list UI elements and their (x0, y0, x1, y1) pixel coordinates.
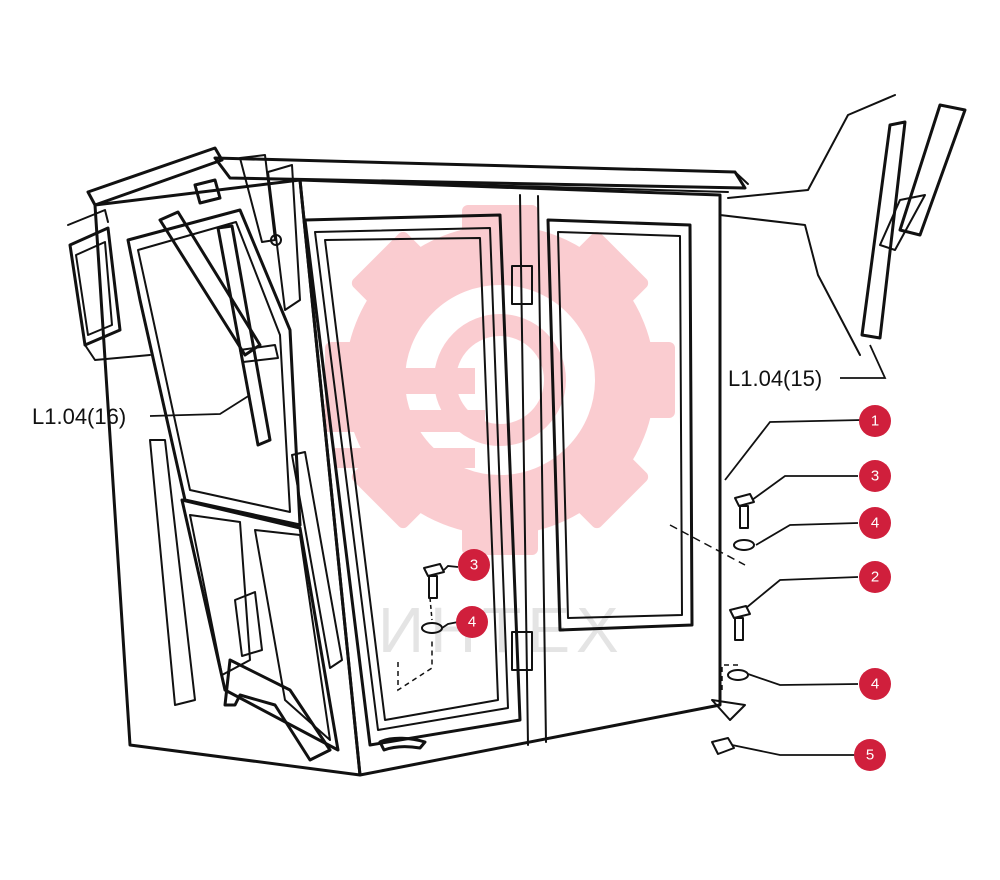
svg-text:5: 5 (866, 747, 874, 764)
svg-text:3: 3 (470, 557, 478, 574)
cab-front-side (93, 178, 362, 777)
callout-3-right: 3 (859, 460, 891, 492)
mirror (67, 209, 151, 361)
svg-text:2: 2 (871, 569, 879, 586)
roof-hardware (193, 154, 301, 311)
right-wiper (860, 103, 967, 340)
callout-4-left: 4 (456, 606, 488, 638)
door-handle (378, 736, 427, 752)
cab-rear-outline (719, 94, 896, 356)
bolt-right-upper (734, 493, 755, 529)
svg-text:4: 4 (871, 515, 879, 532)
ref-label-left: L1.04(16) (32, 404, 126, 429)
svg-text:1: 1 (871, 413, 879, 430)
left-wiper (158, 210, 279, 447)
bolt-right-lower (729, 605, 751, 641)
nut (711, 737, 735, 755)
callout-4-right-lower: 4 (859, 668, 891, 700)
callout-3-left: 3 (458, 549, 490, 581)
bolt-left (423, 563, 445, 599)
callout-2: 2 (859, 561, 891, 593)
mount-bracket (711, 699, 746, 721)
cab-roof (86, 146, 749, 207)
svg-text:4: 4 (468, 614, 476, 631)
cab-side-panel (298, 178, 722, 777)
callout-1: 1 (859, 405, 891, 437)
washer-right-upper (733, 539, 755, 551)
callout-4-right-upper: 4 (859, 507, 891, 539)
grab-handle (223, 658, 332, 762)
washer-right-lower (727, 669, 749, 681)
svg-text:4: 4 (871, 676, 879, 693)
leader-lines (149, 344, 887, 756)
door-hinges (511, 265, 533, 671)
svg-text:3: 3 (871, 468, 879, 485)
callout-5: 5 (854, 739, 886, 771)
ref-label-right: L1.04(15) (728, 366, 822, 391)
